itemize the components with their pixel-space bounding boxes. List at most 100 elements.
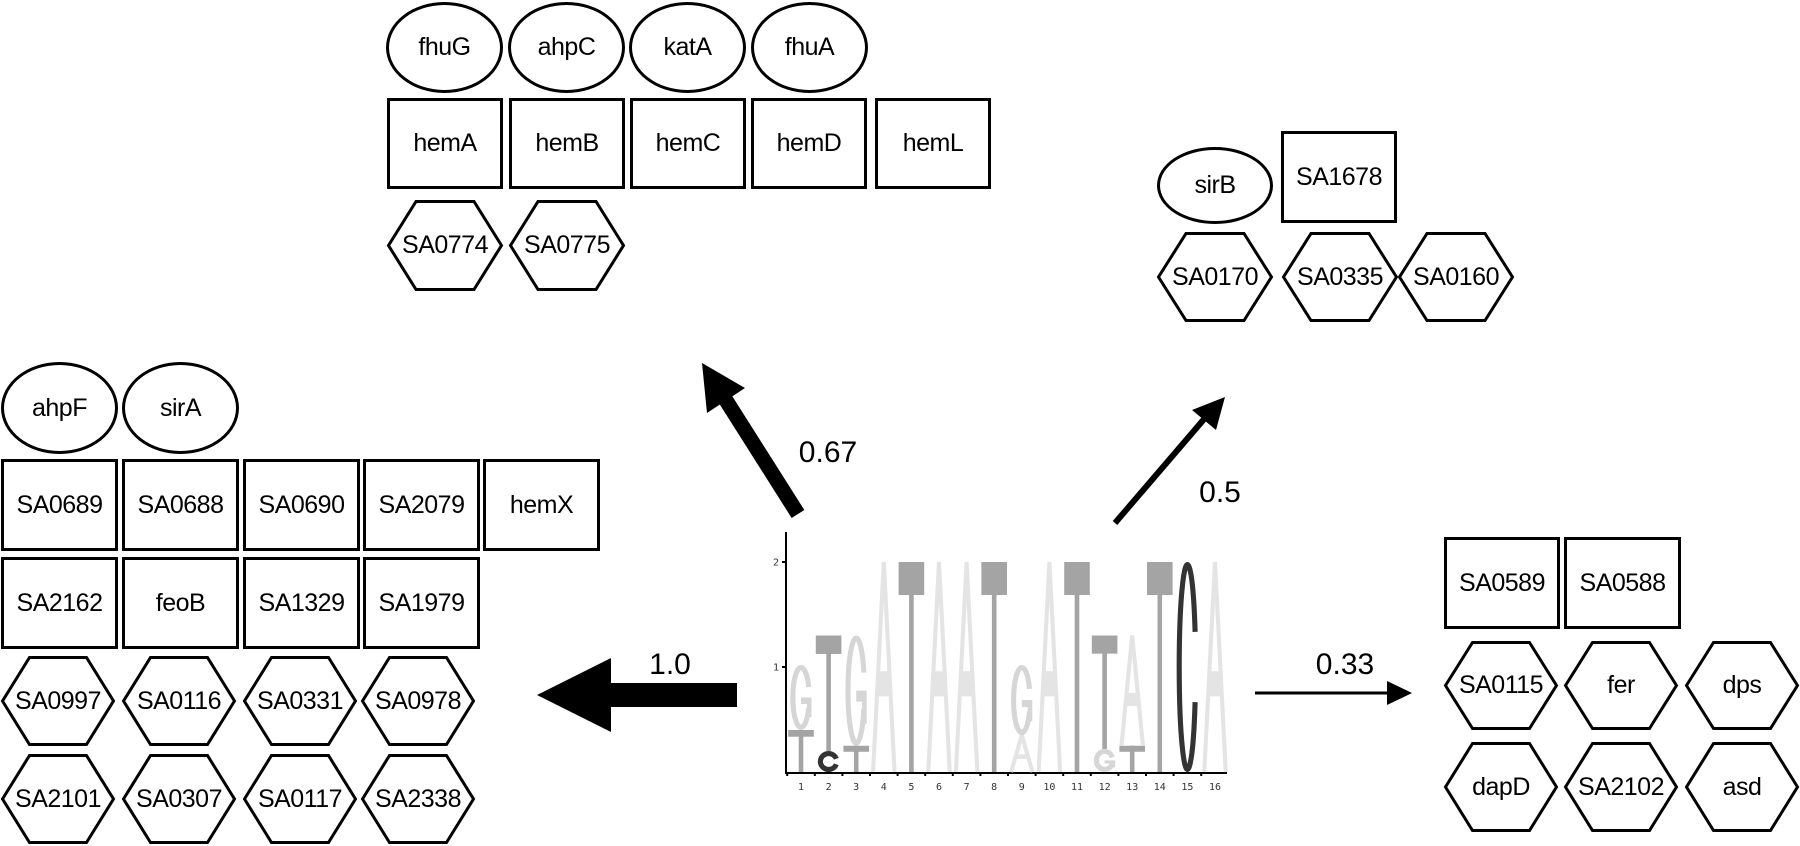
gene-node-ellipse: sirA [122,362,239,454]
hexagon-shape [242,754,358,844]
logo-x-tick-label: 7 [964,782,970,793]
logo-x-tick-label: 16 [1209,782,1221,793]
logo-y-tick-label: 2 [773,558,779,569]
gene-label: SA2101 [15,784,101,813]
gene-label: ahpF [32,393,87,422]
gene-label: SA1979 [378,588,465,617]
hexagon-shape [121,754,237,844]
hexagon-shape [1156,232,1274,322]
logo-x-tick-label: 5 [908,782,914,793]
gene-node-hexagon: asd [1684,742,1800,832]
hexagon-shape [360,754,476,844]
gene-label: hemX [509,490,574,519]
hexagon-shape [1281,232,1399,322]
hexagon-outline [1563,641,1679,730]
logo-y-tick-label: 1 [773,663,779,674]
gene-node-box: SA0589 [1444,537,1560,629]
hexagon-outline [508,200,626,291]
gene-node-box: SA2162 [1,557,118,649]
gene-label: SA0774 [402,231,488,259]
hexagon-shape [1684,742,1800,832]
hexagon-outline [0,754,116,844]
logo-x-tick-label: 11 [1071,782,1083,793]
hexagon-shape [1563,742,1679,832]
gene-label: SA0115 [1458,671,1544,699]
gene-label: fhuA [784,33,835,61]
gene-node-ellipse: fhuG [386,2,503,93]
gene-label: SA2079 [378,490,465,519]
gene-label: fhuG [418,33,471,61]
logo-letter-T [1147,562,1173,772]
arrow-up-right [1112,397,1225,525]
logo-letter-T [843,745,869,772]
hexagon-shape [1443,742,1559,832]
hexagon-shape [0,754,116,844]
gene-node-box: hemA [387,98,503,189]
hexagon-outline [121,656,237,746]
logo-x-tick-label: 12 [1099,782,1111,793]
hexagon-outline [121,754,237,844]
gene-label: SA1329 [258,588,345,617]
logo-x-tick-label: 15 [1181,782,1193,793]
hexagon-outline [1684,742,1800,832]
gene-node-box: SA1979 [363,557,480,649]
gene-label: SA0170 [1172,262,1258,291]
gene-label: SA2338 [375,784,461,813]
hexagon-outline [242,656,358,746]
gene-label: SA1678 [1296,162,1382,191]
gene-label: SA0997 [15,686,101,715]
gene-label: feoB [155,588,206,617]
logo-letter-C [817,751,839,772]
gene-label: sirB [1194,171,1236,199]
gene-label: asd [1722,772,1762,801]
gene-node-box: SA0690 [243,459,360,551]
gene-node-box: SA0689 [1,459,118,551]
gene-node-hexagon: SA2338 [360,754,476,844]
gene-node-box: SA0588 [1564,537,1681,629]
hexagon-shape [1563,641,1679,730]
gene-label: SA0160 [1413,262,1499,291]
gene-node-box: SA1678 [1281,131,1397,223]
gene-node-hexagon: SA0774 [386,200,504,291]
hexagon-outline [386,200,504,291]
hexagon-shape [386,200,504,291]
edge-weight-label-left: 1.0 [649,648,691,681]
gene-label: dapD [1472,772,1530,801]
logo-letter-T [788,730,814,772]
gene-label: dps [1722,671,1762,699]
gene-label: hemL [902,129,964,157]
gene-node-hexagon: SA2102 [1563,742,1679,832]
hexagon-outline [0,656,116,746]
logo-letter-G [1093,748,1116,772]
gene-label: SA0589 [1459,568,1545,597]
gene-node-hexagon: SA0170 [1156,232,1274,322]
hexagon-outline [1443,742,1559,832]
arrow-right [1255,681,1412,705]
hexagon-outline [360,754,476,844]
gene-label: katA [663,33,712,61]
arrow-left [537,658,737,732]
logo-x-tick-label: 9 [1019,782,1025,793]
gene-label: SA0117 [257,784,343,813]
logo-y-ticks: 12 [773,558,786,674]
gene-node-hexagon: SA0331 [242,656,358,746]
gene-node-hexagon: SA0997 [0,656,116,746]
logo-letter-G [1011,664,1033,736]
logo-letter-G [845,635,867,746]
gene-node-ellipse: fhuA [751,2,868,93]
gene-node-hexagon: SA0775 [508,200,626,291]
logo-letter-T [898,562,925,772]
gene-label: SA0775 [524,231,610,259]
gene-node-hexagon: SA0160 [1397,232,1515,322]
gene-node-box: SA1329 [243,557,360,649]
logo-letter-C [1176,562,1198,772]
edge-weight-label-right: 0.33 [1315,648,1375,681]
gene-node-ellipse: katA [629,2,746,93]
gene-label: sirA [159,393,202,422]
gene-label: SA0688 [137,490,224,519]
gene-node-box: hemB [509,98,625,189]
logo-letter-A [1119,635,1145,746]
hexagon-outline [1563,742,1679,832]
